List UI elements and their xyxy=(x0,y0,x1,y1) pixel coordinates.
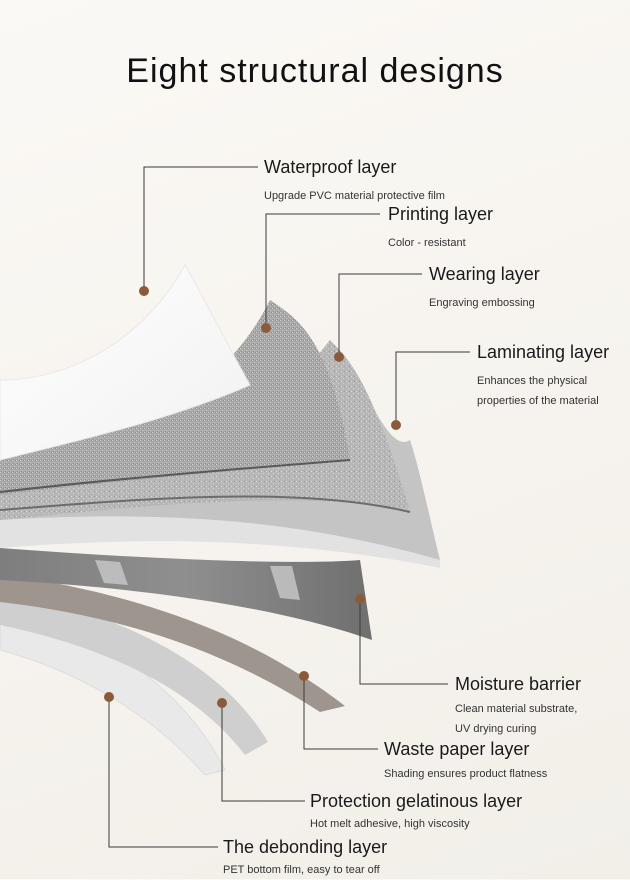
label-gelatinous-title: Protection gelatinous layer xyxy=(310,791,523,811)
label-gelatinous-desc: Hot melt adhesive, high viscosity xyxy=(310,818,470,830)
label-debonding-desc: PET bottom film, easy to tear off xyxy=(223,864,380,876)
page-title: Eight structural designs xyxy=(126,52,504,90)
label-waterproof-title: Waterproof layer xyxy=(264,157,397,177)
leader-line-gelatinous xyxy=(221,703,305,802)
label-moisture: Moisture barrier Clean material substrat… xyxy=(455,674,581,739)
label-waste-paper: Waste paper layer Shading ensures produc… xyxy=(384,739,547,784)
label-waste-paper-desc: Shading ensures product flatness xyxy=(384,768,548,780)
label-debonding: The debonding layer PET bottom film, eas… xyxy=(223,837,387,880)
label-wearing-title: Wearing layer xyxy=(429,264,540,284)
label-laminating-desc: Enhances the physical properties of the … xyxy=(477,371,609,411)
marker-dots xyxy=(104,286,401,708)
waterproof-sheet xyxy=(0,263,251,461)
marker-dot-waterproof xyxy=(139,286,149,296)
label-wearing-desc: Engraving embossing xyxy=(429,297,535,309)
label-laminating-title: Laminating layer xyxy=(477,342,610,362)
marker-dot-waste xyxy=(299,671,309,681)
moisture-sheet-highlights xyxy=(95,560,300,600)
printing-edge xyxy=(0,459,351,493)
label-gelatinous: Protection gelatinous layer Hot melt adh… xyxy=(310,791,522,834)
label-laminating-desc-line1: Enhances the physical xyxy=(477,375,588,387)
label-waste-paper-title: Waste paper layer xyxy=(384,739,530,759)
label-moisture-desc-line2: UV drying curing xyxy=(455,723,537,735)
marker-dot-printing xyxy=(261,323,271,333)
label-laminating: Laminating layer Enhances the physical p… xyxy=(477,342,609,411)
leader-line-printing xyxy=(265,213,380,328)
gelatinous-sheet xyxy=(0,588,268,755)
marker-dot-wearing xyxy=(334,352,344,362)
marker-dot-debonding xyxy=(104,692,114,702)
leader-line-laminating xyxy=(395,351,470,425)
waste-paper-sheet xyxy=(0,574,345,712)
label-waterproof: Waterproof layer Upgrade PVC material pr… xyxy=(264,157,445,206)
label-printing-title: Printing layer xyxy=(388,204,494,224)
label-moisture-desc: Clean material substrate, UV drying curi… xyxy=(455,699,581,739)
label-wearing: Wearing layer Engraving embossing xyxy=(429,264,540,313)
leader-line-waste xyxy=(303,676,378,750)
leader-line-waterproof xyxy=(143,166,258,291)
label-waterproof-desc: Upgrade PVC material protective film xyxy=(264,190,445,202)
leader-lines xyxy=(108,166,470,848)
leader-line-debonding xyxy=(108,697,218,848)
leader-line-wearing xyxy=(338,273,422,357)
laminating-sheet-light xyxy=(0,516,440,568)
label-printing: Printing layer Color - resistant xyxy=(388,204,493,253)
marker-dot-laminating xyxy=(391,420,401,430)
marker-dot-moisture xyxy=(355,594,365,604)
printing-sheet xyxy=(0,300,350,495)
label-moisture-title: Moisture barrier xyxy=(455,674,582,694)
label-printing-desc: Color - resistant xyxy=(388,237,466,249)
leader-line-moisture xyxy=(359,599,448,685)
wearing-edge xyxy=(0,495,411,513)
label-moisture-desc-line1: Clean material substrate, xyxy=(455,703,578,715)
marker-dot-gelatinous xyxy=(217,698,227,708)
label-debonding-title: The debonding layer xyxy=(223,837,388,857)
label-laminating-desc-line2: properties of the material xyxy=(477,395,599,407)
